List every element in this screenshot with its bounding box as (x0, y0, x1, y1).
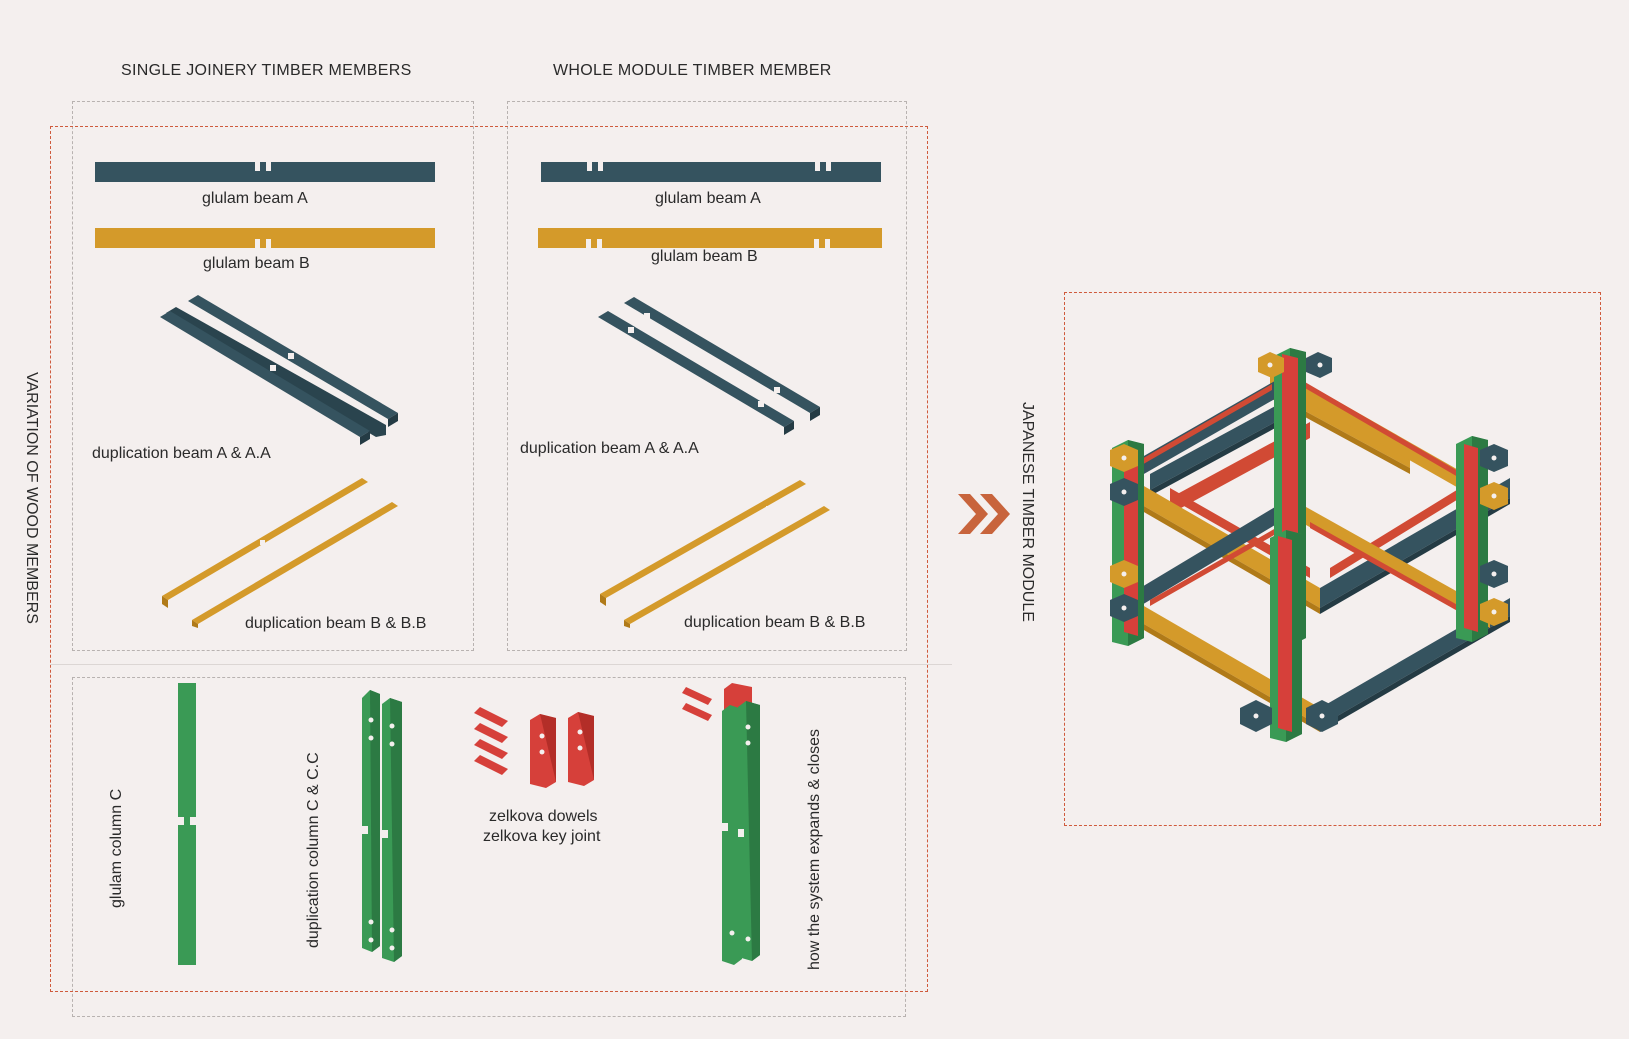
whole-label-beam-a: glulam beam A (655, 190, 761, 207)
bottom-label-expands: how the system expands & closes (806, 728, 823, 970)
single-label-dup-b: duplication beam B & B.B (245, 615, 427, 632)
japanese-timber-module (1110, 348, 1510, 742)
whole-beam-a (541, 162, 881, 182)
whole-dup-beam-b (600, 480, 830, 628)
variation-frame (50, 126, 928, 992)
whole-label-dup-b: duplication beam B & B.B (684, 614, 866, 631)
bottom-label-column-c: glulam column C (108, 788, 125, 908)
side-label-module: JAPANESE TIMBER MODULE (1019, 402, 1036, 622)
divider-line (50, 664, 952, 665)
whole-panel-frame (507, 101, 907, 651)
side-label-variation: VARIATION OF WOOD MEMBERS (23, 372, 40, 624)
module-frame (1064, 292, 1601, 826)
bottom-label-key-joint: zelkova key joint (483, 828, 601, 845)
whole-dup-beam-a (598, 297, 820, 435)
system-expand-diagram (682, 683, 760, 965)
single-label-beam-a: glulam beam A (202, 190, 308, 207)
single-beam-b (95, 228, 435, 248)
single-label-beam-b: glulam beam B (203, 255, 310, 272)
single-dup-beam-b (162, 478, 398, 628)
whole-label-beam-b: glulam beam B (651, 248, 758, 265)
chevron-right-icon (958, 494, 1010, 534)
bottom-panel-frame (72, 677, 906, 1017)
single-panel-frame (72, 101, 474, 651)
single-dup-beam-a (160, 295, 398, 445)
duplication-column-c (362, 690, 402, 962)
whole-beam-b (538, 228, 882, 248)
single-beam-a (95, 162, 435, 182)
bottom-label-dup-c: duplication column C & C.C (305, 752, 322, 948)
header-whole-module: WHOLE MODULE TIMBER MEMBER (553, 62, 832, 79)
glulam-column-c (178, 683, 196, 965)
zelkova-key-joint (530, 712, 594, 788)
header-single-joinery: SINGLE JOINERY TIMBER MEMBERS (121, 62, 412, 79)
zelkova-dowels (474, 707, 508, 775)
whole-label-dup-a: duplication beam A & A.A (520, 440, 699, 457)
single-label-dup-a: duplication beam A & A.A (92, 445, 271, 462)
bottom-label-dowels: zelkova dowels (489, 808, 598, 825)
